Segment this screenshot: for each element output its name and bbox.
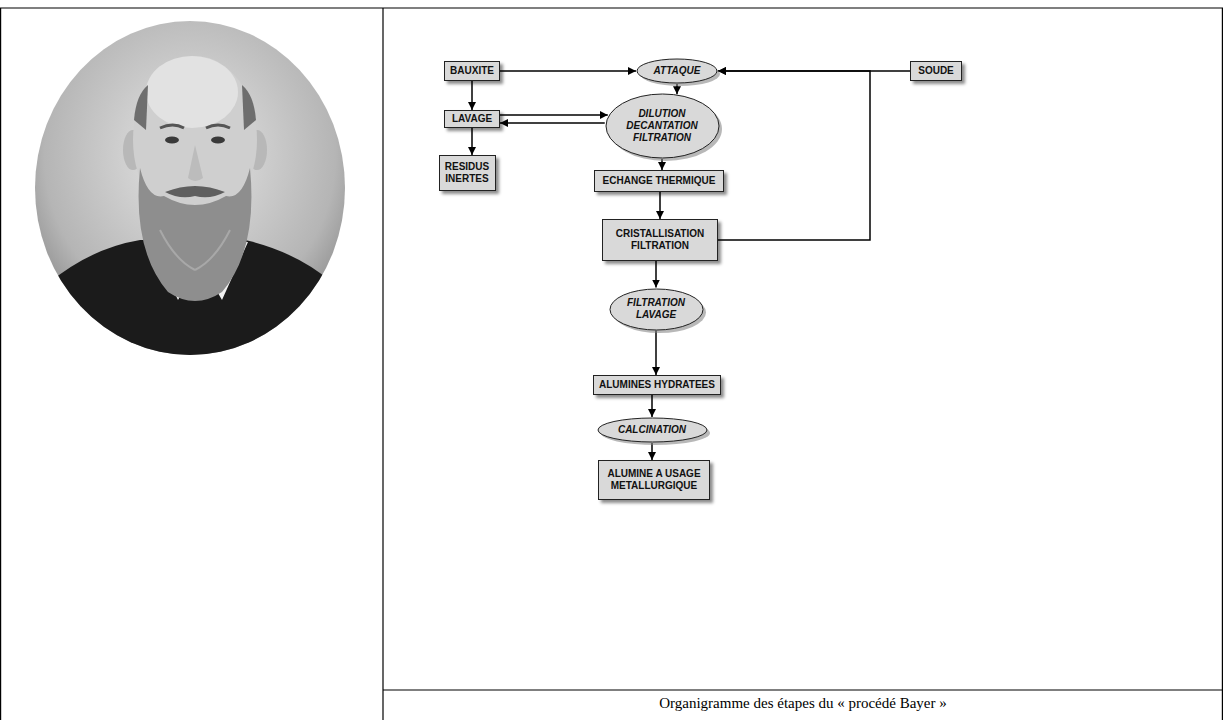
flow-arrow: [655, 331, 657, 376]
node-text-group: ALUMINES HYDRATEES: [599, 379, 715, 391]
node-text-group: SOUDE: [918, 65, 954, 77]
node-text-group: CRISTALLISATION FILTRATION: [616, 228, 705, 252]
product-box: ALUMINES HYDRATEES: [593, 375, 721, 395]
process-ellipse: ATTAQUE: [636, 58, 718, 84]
node-label: FILTRATION LAVAGE: [627, 297, 685, 321]
node-label: CRISTALLISATION FILTRATION: [616, 228, 705, 252]
process-ellipse: DILUTION DECANTATION FILTRATION: [605, 93, 720, 159]
ellipse-body: [637, 59, 717, 83]
node-text-group: FILTRATION LAVAGE: [627, 297, 685, 321]
portrait-beard: [139, 168, 252, 301]
portrait-eye: [211, 137, 225, 144]
product-box: ALUMINE A USAGE METALLURGIQUE: [598, 460, 710, 500]
node-text-group: ECHANGE THERMIQUE: [603, 175, 716, 187]
flow-arrow: [500, 122, 605, 124]
node-text-group: ALUMINE A USAGE METALLURGIQUE: [604, 468, 704, 492]
ellipse-body: [606, 94, 719, 158]
input-box: BAUXITE: [444, 61, 500, 81]
portrait-brow: [160, 125, 184, 128]
input-box: SOUDE: [910, 61, 962, 81]
portrait-hair: [134, 85, 148, 130]
portrait-background: [30, 15, 350, 365]
node-text-group: ATTAQUE: [654, 65, 701, 77]
portrait-photo: [30, 15, 350, 365]
process-box: LAVAGE: [444, 110, 500, 128]
node-label: LAVAGE: [452, 113, 492, 125]
node-label: ECHANGE THERMIQUE: [603, 175, 716, 187]
flow-arrow: [659, 192, 661, 219]
node-label: DILUTION DECANTATION FILTRATION: [626, 108, 697, 144]
flow-arrow: [471, 81, 473, 110]
flow-arrow: [500, 70, 636, 72]
portrait-nose: [188, 145, 203, 181]
node-label: ALUMINES HYDRATEES: [599, 379, 715, 391]
flow-arrow: [651, 443, 653, 460]
node-label: SOUDE: [918, 65, 954, 77]
node-text-group: BAUXITE: [450, 65, 494, 77]
portrait-hair: [242, 85, 256, 130]
node-text-group: CALCINATION: [618, 424, 686, 436]
node-text-group: DILUTION DECANTATION FILTRATION: [626, 108, 697, 144]
portrait-forehead: [146, 56, 238, 128]
portrait-eye: [165, 137, 179, 144]
node-label: ALUMINE A USAGE METALLURGIQUE: [604, 468, 704, 492]
flow-arrow: [655, 261, 657, 288]
flow-arrow: [500, 114, 608, 116]
node-label: RESIDUS INERTES: [445, 161, 489, 185]
table-rule: [383, 689, 1223, 690]
table-rule: [0, 8, 1, 720]
process-box: CRISTALLISATION FILTRATION: [602, 219, 718, 261]
table-rule: [1222, 8, 1223, 720]
process-box: ECHANGE THERMIQUE: [594, 170, 724, 192]
output-box: RESIDUS INERTES: [439, 155, 496, 191]
figure-caption: Organigramme des étapes du « procédé Bay…: [383, 694, 1223, 712]
node-text-group: LAVAGE: [452, 113, 492, 125]
table-rule: [0, 7, 1223, 8]
table-rules: [0, 8, 1223, 720]
portrait-moustache: [165, 186, 225, 197]
node-text-group: RESIDUS INERTES: [445, 161, 489, 185]
node-label: CALCINATION: [618, 424, 686, 436]
process-ellipse: CALCINATION: [597, 417, 708, 443]
ellipse-body: [610, 289, 703, 330]
table-rule: [382, 8, 383, 720]
ellipse-body: [598, 418, 707, 442]
process-ellipse: FILTRATION LAVAGE: [609, 288, 704, 331]
portrait-brow: [206, 125, 230, 128]
portrait-beard-strands: [160, 230, 230, 270]
flow-arrow: [471, 128, 473, 155]
flow-arrow: [651, 395, 653, 417]
node-label: ATTAQUE: [654, 65, 701, 77]
flow-arrow: [718, 71, 870, 240]
node-label: BAUXITE: [450, 65, 494, 77]
